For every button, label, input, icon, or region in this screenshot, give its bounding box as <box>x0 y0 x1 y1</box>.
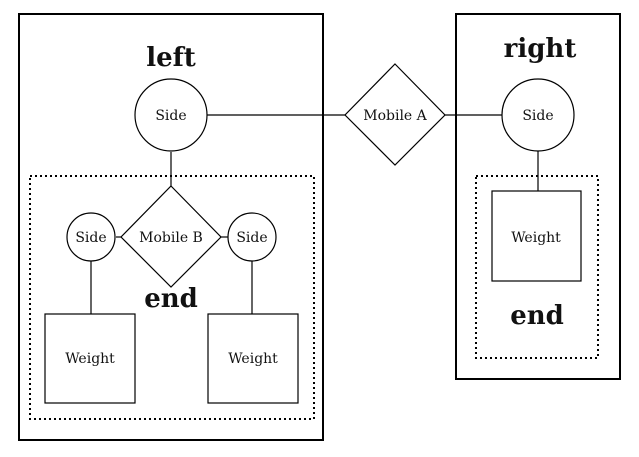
left-panel-title: left <box>146 43 196 73</box>
mobile-a-node-label: Mobile A <box>363 108 427 124</box>
right-inner-weight-node-label: Weight <box>228 351 278 367</box>
left-side-node-label: Side <box>155 108 186 124</box>
mobile-b-node-label: Mobile B <box>139 230 203 246</box>
mobile-b-node: Mobile B <box>120 185 222 288</box>
right-side-node-label: Side <box>522 108 553 124</box>
right-weight-node-label: Weight <box>511 230 561 246</box>
left-panel-frame <box>18 13 324 441</box>
left-inner-group-title: end <box>144 284 198 314</box>
left-inner-weight-node: Weight <box>44 313 136 404</box>
right-inner-group-title: end <box>510 301 564 331</box>
right-panel-title: right <box>504 34 577 64</box>
mobile-a-node: Mobile A <box>344 63 446 166</box>
right-panel-frame <box>455 13 621 380</box>
right-inner-side-node: Side <box>227 212 277 262</box>
right-inner-side-node-label: Side <box>236 230 267 246</box>
left-inner-weight-node-label: Weight <box>65 351 115 367</box>
left-inner-side-node-label: Side <box>75 230 106 246</box>
right-weight-node: Weight <box>491 190 582 282</box>
right-side-node: Side <box>501 78 575 152</box>
right-inner-group-frame <box>475 175 599 359</box>
left-inner-group-frame <box>29 175 315 420</box>
left-inner-side-node: Side <box>66 212 116 262</box>
right-inner-weight-node: Weight <box>207 313 299 404</box>
left-side-node: Side <box>134 78 208 152</box>
